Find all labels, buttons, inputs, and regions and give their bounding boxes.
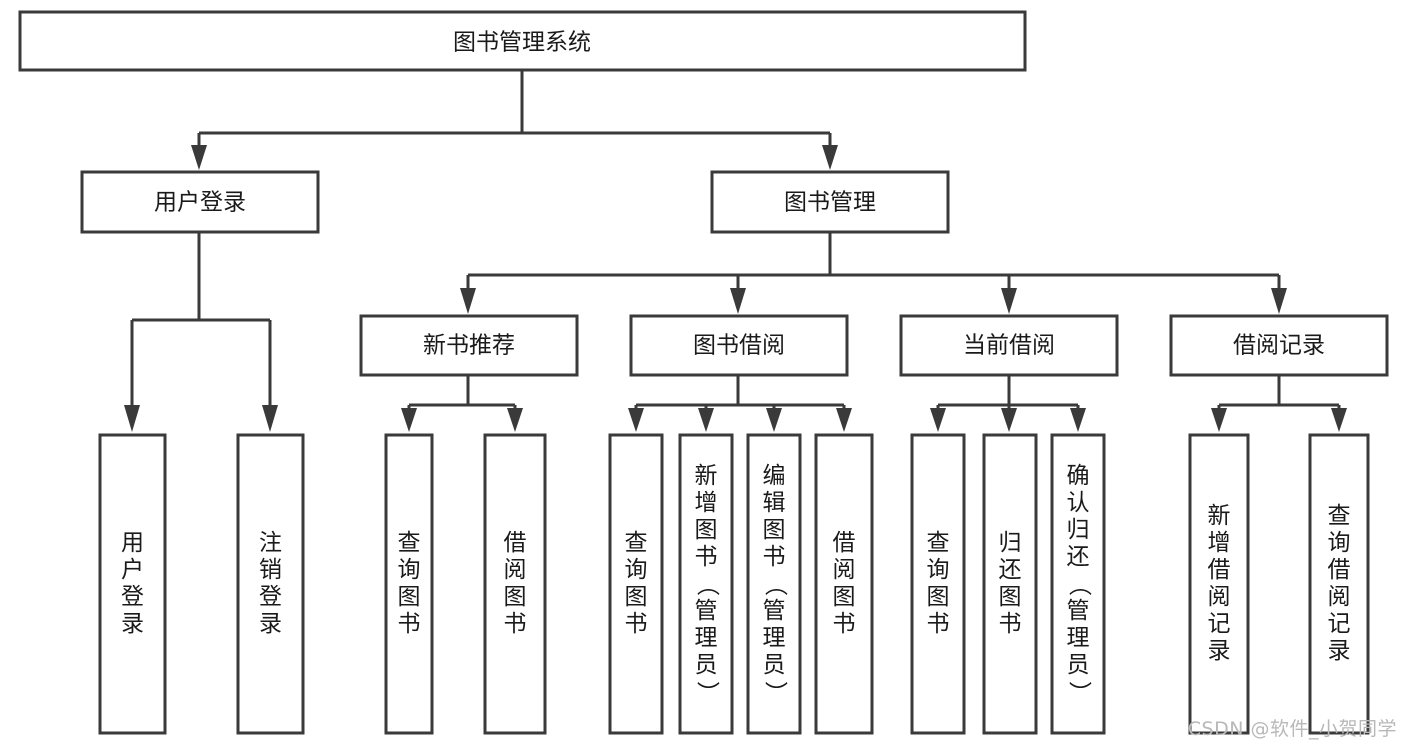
node-new-book-recommend-label: 新书推荐 <box>423 333 515 359</box>
arrow-leaf-edit-book <box>766 408 782 432</box>
node-leaf-edit-book-box[interactable] <box>746 433 802 735</box>
arrow-leaf-query-book-1 <box>401 408 417 432</box>
arrow-leaf-borrow-book-1 <box>507 408 523 432</box>
arrow-borrow-record <box>1271 288 1287 314</box>
arrow-leaf-add-record <box>1211 408 1227 432</box>
connectors-new-book-to-leaves <box>401 375 523 432</box>
arrow-to-user-login <box>191 145 207 170</box>
node-user-login-label: 用户登录 <box>154 190 246 216</box>
arrow-to-book-manage <box>822 145 838 170</box>
connectors-user-login-to-leaves <box>124 232 278 432</box>
node-borrow-record-label: 借阅记录 <box>1233 333 1325 359</box>
arrow-leaf-logout <box>262 405 278 432</box>
node-borrow-record-box[interactable] <box>1169 314 1389 377</box>
node-book-borrow-label: 图书借阅 <box>693 333 785 359</box>
node-book-borrow-box[interactable] <box>629 314 849 377</box>
connectors-book-borrow-to-leaves <box>628 375 852 432</box>
arrow-leaf-query-book-3 <box>930 408 946 432</box>
csdn-watermark: CSDN @软件_小贺同学 <box>1187 718 1397 740</box>
node-leaf-add-record-box[interactable] <box>1188 433 1250 735</box>
node-new-book-recommend-box[interactable] <box>359 314 579 377</box>
arrow-current-borrow <box>1001 288 1017 314</box>
node-leaf-add-book-box[interactable] <box>678 433 734 735</box>
node-book-manage-label: 图书管理 <box>784 190 876 216</box>
connectors-root-to-level2 <box>191 70 838 170</box>
node-leaf-confirm-return-box[interactable] <box>1050 433 1106 735</box>
node-leaf-query-record-box[interactable] <box>1308 433 1370 735</box>
arrow-leaf-confirm-return <box>1070 408 1086 432</box>
node-leaf-query-book-2-box[interactable] <box>608 433 664 735</box>
node-leaf-borrow-book-1-box[interactable] <box>483 433 547 735</box>
node-book-manage-box[interactable] <box>710 170 950 234</box>
arrow-leaf-user-login <box>124 405 140 432</box>
connectors-book-manage-to-level3 <box>460 232 1287 314</box>
node-leaf-query-book-1-box[interactable] <box>384 433 434 735</box>
arrow-new-book-recommend <box>460 288 476 314</box>
arrow-leaf-query-book-2 <box>628 408 644 432</box>
node-root-box[interactable] <box>18 10 1027 72</box>
node-current-borrow-box[interactable] <box>899 314 1119 377</box>
node-leaf-query-book-3-box[interactable] <box>910 433 966 735</box>
node-current-borrow-label: 当前借阅 <box>963 333 1055 359</box>
node-leaf-return-book-box[interactable] <box>982 433 1038 735</box>
node-leaf-user-login-box[interactable] <box>98 433 167 735</box>
connectors-current-borrow-to-leaves <box>930 375 1086 432</box>
arrow-leaf-query-record <box>1331 408 1347 432</box>
node-leaf-borrow-book-2-box[interactable] <box>814 433 874 735</box>
node-user-login-box[interactable] <box>80 170 320 234</box>
arrow-book-borrow <box>730 288 746 314</box>
arrow-leaf-return-book <box>1001 408 1017 432</box>
arrow-leaf-add-book <box>698 408 714 432</box>
connectors-borrow-record-to-leaves <box>1211 375 1347 432</box>
arrow-leaf-borrow-book-2 <box>836 408 852 432</box>
node-root-label: 图书管理系统 <box>453 30 591 56</box>
node-leaf-logout-box[interactable] <box>236 433 305 735</box>
